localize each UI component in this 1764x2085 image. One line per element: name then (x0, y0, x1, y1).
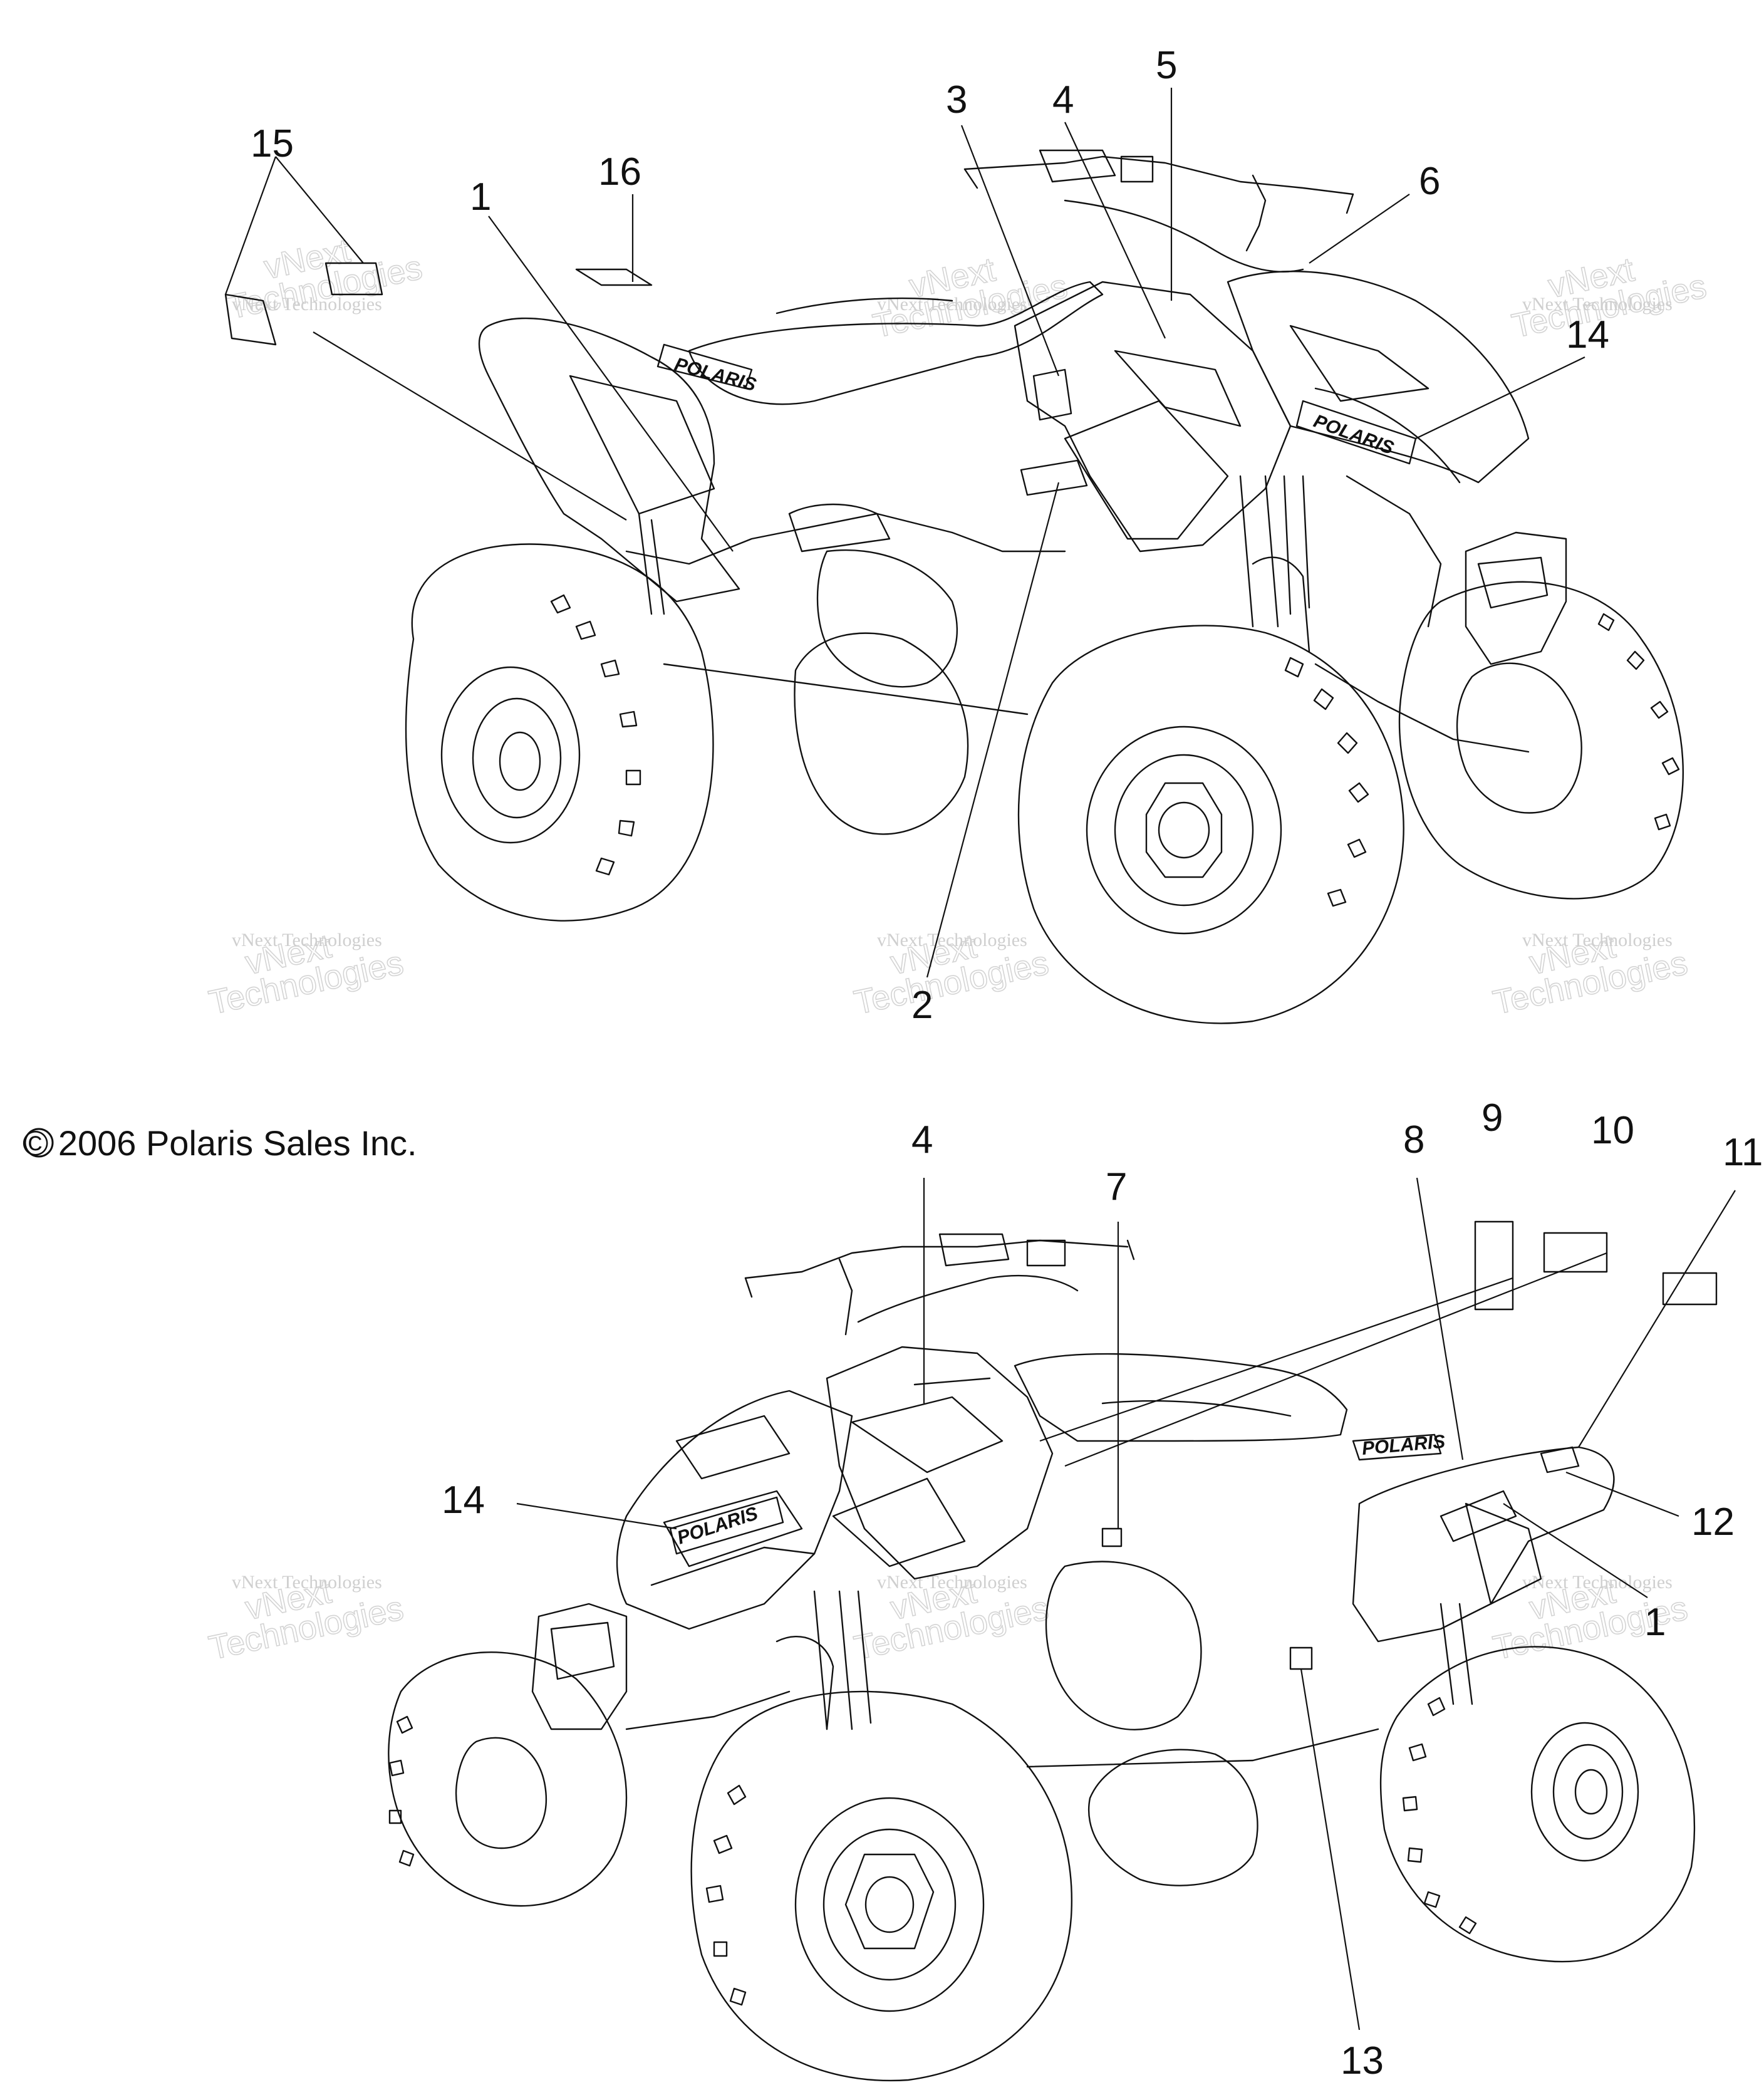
callout-5: 5 (1156, 44, 1177, 87)
decal-7-shape (1101, 1527, 1123, 1547)
callout-12: 12 (1691, 1500, 1735, 1544)
watermark-text: vNext Technologies (232, 930, 382, 950)
front-wheel (1017, 625, 1404, 1024)
rear-wheel (405, 543, 714, 922)
copyright-notice: © 2006 Polaris Sales Inc. (23, 1123, 417, 1163)
front-wheel-far (1398, 581, 1684, 900)
front-wheel-far (388, 1651, 628, 1907)
callout-3: 3 (946, 78, 967, 122)
callout-11: 11 (1723, 1131, 1763, 1174)
rear-wheel (1379, 1646, 1696, 1963)
decal-2-shape (1020, 459, 1088, 496)
watermark-text: vNext Technologies (877, 294, 1027, 315)
atv-body: POLARIS POLARIS (531, 1220, 1718, 1768)
watermarks: Technologies vNext vNext Technologies Te… (205, 231, 1710, 1667)
callout-10: 10 (1591, 1109, 1634, 1152)
callout-9: 9 (1481, 1096, 1503, 1140)
decal-13-shape (1289, 1646, 1313, 1670)
watermark-text: vNext Technologies (232, 1572, 382, 1593)
polaris-decal-rear: POLARIS (1361, 1431, 1446, 1458)
atv-bottom-view: POLARIS POLARIS (388, 1096, 1763, 2082)
decal-15-shapes (224, 262, 383, 346)
watermark-text: vNext Technologies (877, 930, 1027, 950)
watermark-text: vNext Technologies (1522, 294, 1673, 315)
callout-16: 16 (598, 150, 641, 194)
decal-11-shape (1662, 1272, 1718, 1306)
callout-7: 7 (1106, 1165, 1127, 1209)
copyright-symbol (24, 1128, 54, 1158)
rear-wheel-far (794, 632, 969, 835)
callouts-top: 15 16 1 3 4 5 6 14 2 (251, 44, 1609, 1027)
callout-1: 1 (470, 175, 491, 219)
rear-wheel-far (1087, 1749, 1258, 1886)
decal-10-shape (1543, 1232, 1608, 1273)
decal-9-shape (1474, 1220, 1514, 1311)
callout-6: 6 (1419, 160, 1440, 203)
atv-body: POLARIS POLARIS (224, 149, 1567, 753)
callout-15: 15 (251, 122, 294, 165)
atv-top-view: POLARIS POLARIS 15 (224, 44, 1684, 1027)
callout-4: 4 (1052, 78, 1074, 122)
watermark-text: vNext Technologies (232, 294, 382, 315)
callout-1: 1 (1644, 1601, 1666, 1644)
decal-12-shape (1540, 1446, 1580, 1474)
callout-4: 4 (911, 1118, 933, 1162)
callout-14: 14 (1566, 313, 1609, 356)
front-wheel (690, 1690, 1073, 2082)
leader-lines-top (224, 88, 1585, 978)
decal-16-shape (575, 268, 653, 286)
leader-lines-bottom (516, 1177, 1736, 2030)
decal-3-shape (1032, 368, 1072, 421)
callout-2: 2 (911, 984, 933, 1027)
callout-14: 14 (442, 1479, 485, 1522)
watermark-text: vNext Technologies (1522, 1572, 1673, 1593)
callout-8: 8 (1403, 1118, 1424, 1162)
callouts-bottom: 4 7 8 9 10 11 12 14 1 13 (442, 1096, 1763, 2082)
watermark-text: vNext Technologies (1522, 930, 1673, 950)
callout-13: 13 (1341, 2039, 1384, 2082)
polaris-decal-rear: POLARIS (672, 354, 758, 395)
watermark-text: vNext Technologies (877, 1572, 1027, 1593)
copyright-text: © 2006 Polaris Sales Inc. (23, 1123, 417, 1163)
